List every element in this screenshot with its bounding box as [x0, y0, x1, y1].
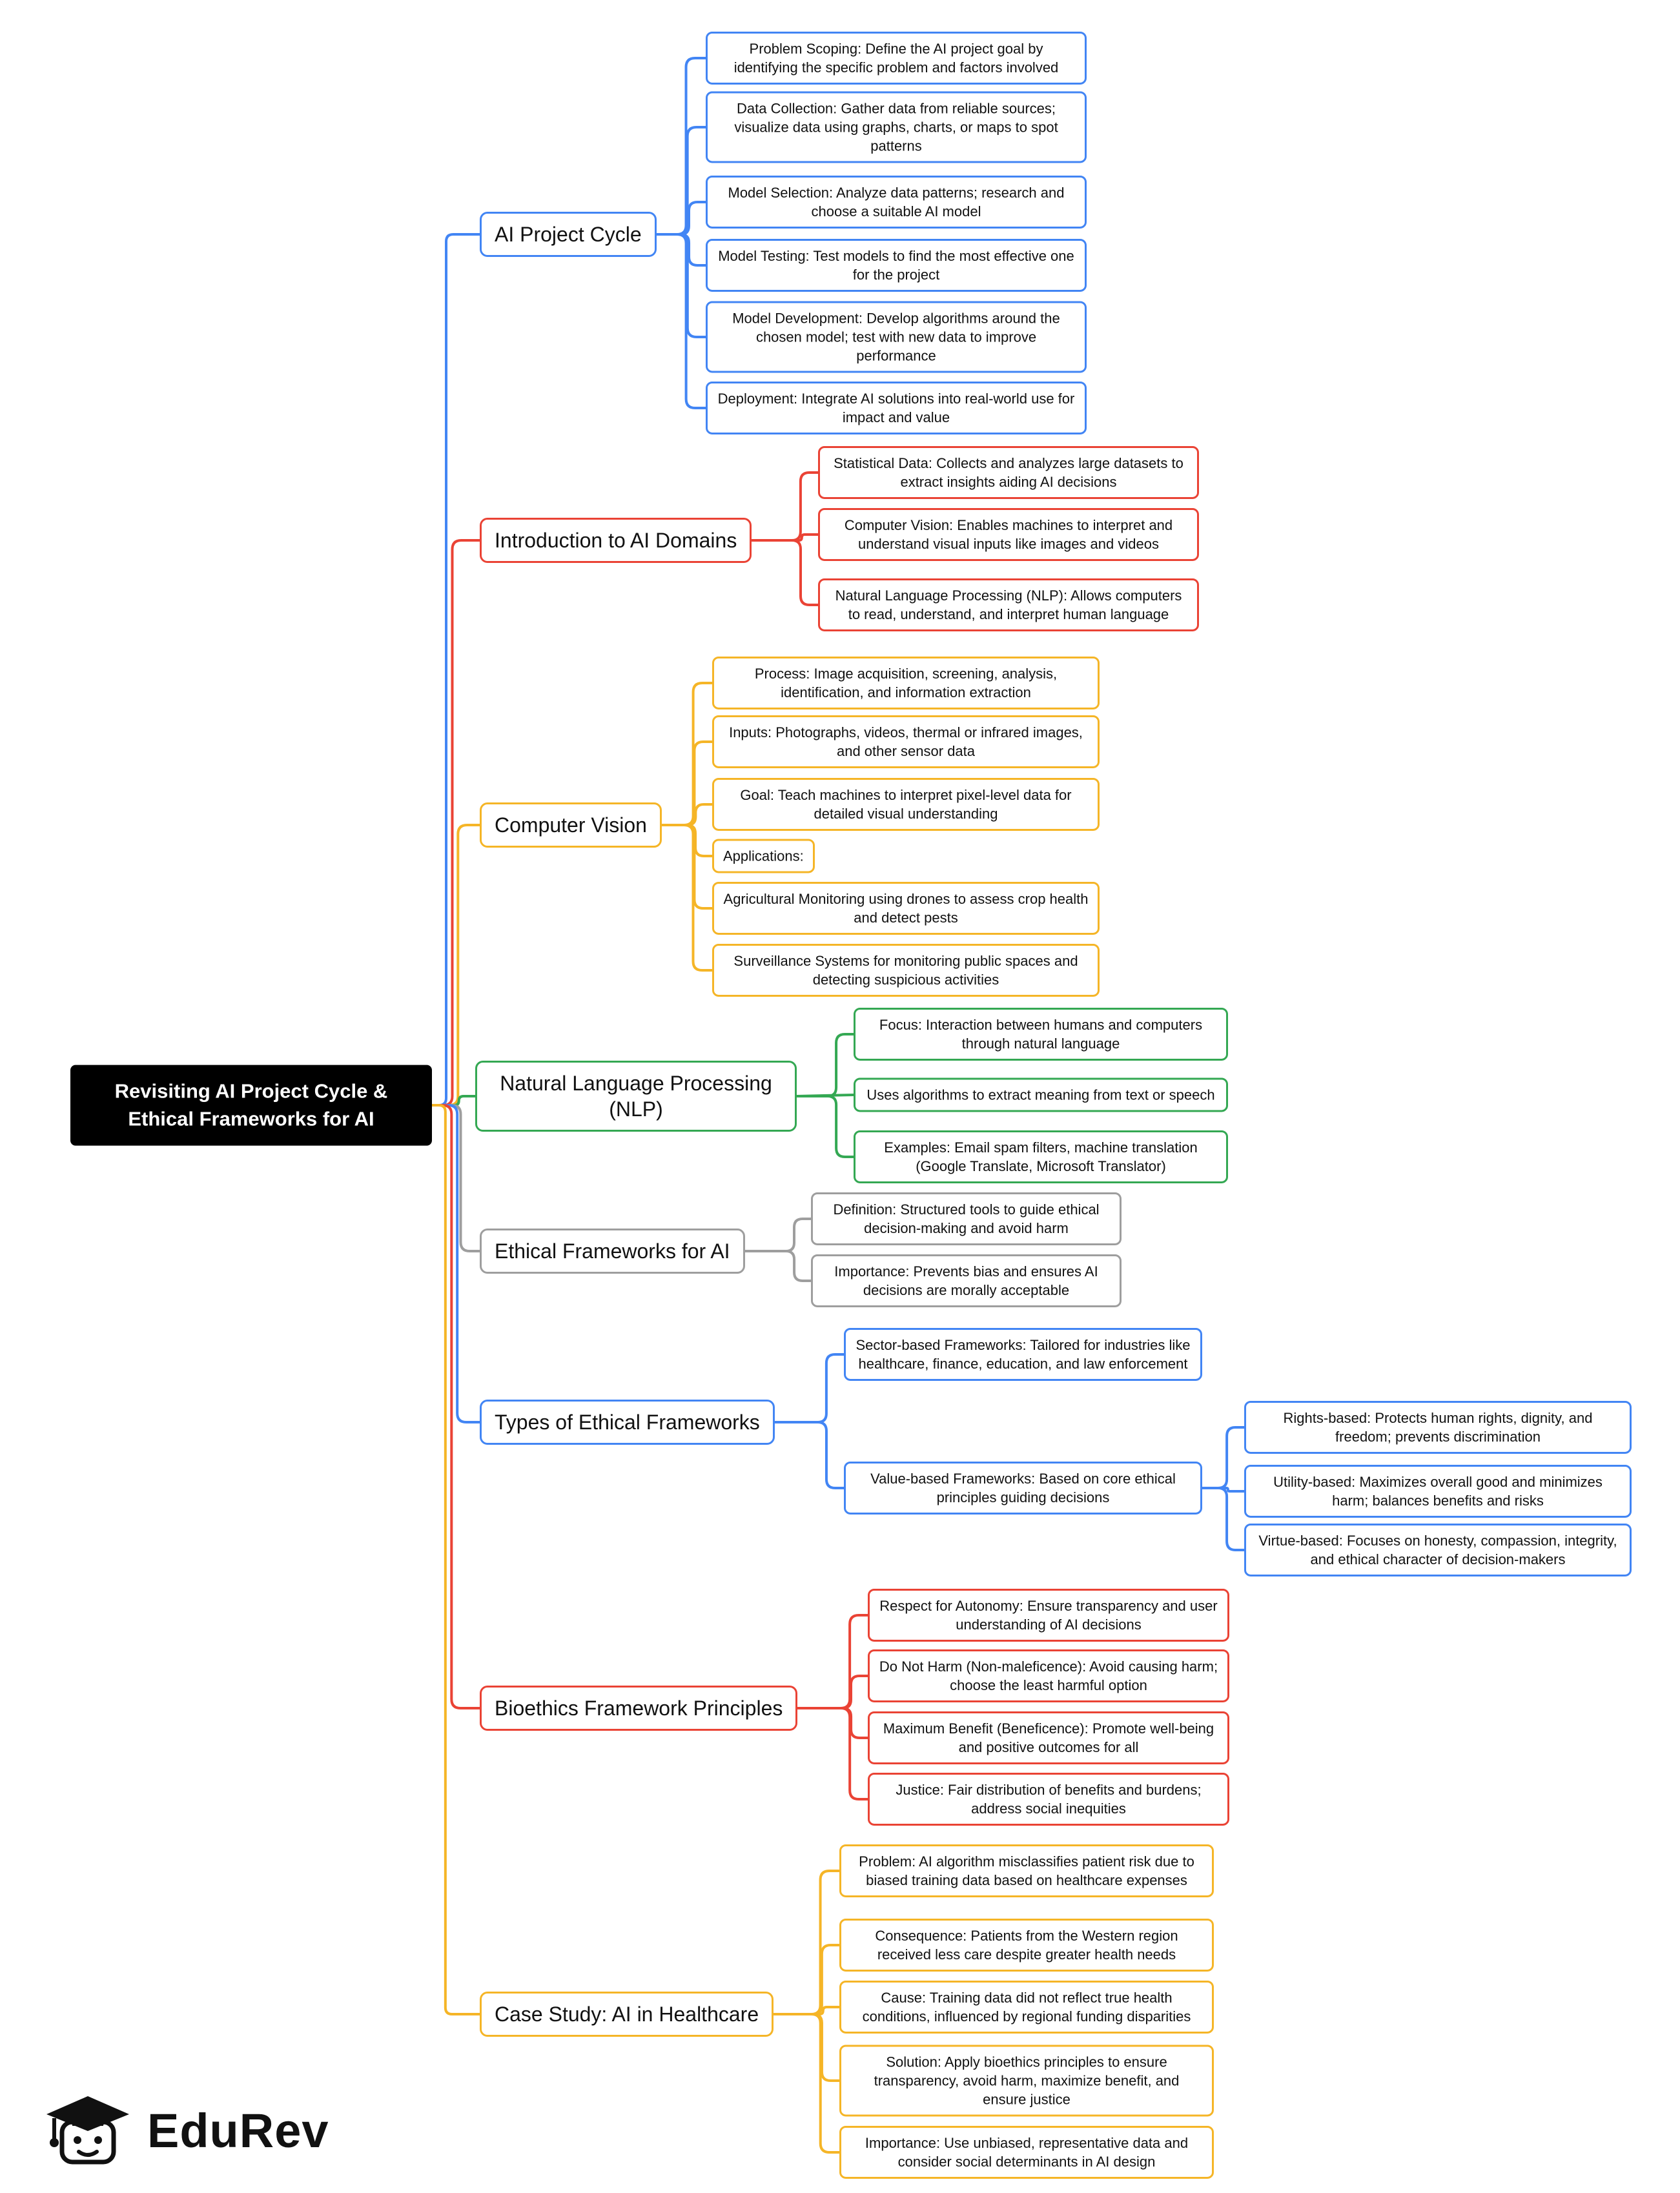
- branch-bioethics-framework-principles: Bioethics Framework Principles: [480, 1686, 798, 1731]
- branch-introduction-to-ai-domains: Introduction to AI Domains: [480, 518, 752, 563]
- edurev-logo-text: EduRev: [147, 2104, 329, 2157]
- node-cv-agricultural-monitoring: Agricultural Monitoring using drones to …: [712, 881, 1100, 935]
- node-sector-based-frameworks: Sector-based Frameworks: Tailored for in…: [844, 1327, 1202, 1382]
- edurev-graduation-cap-icon: [40, 2088, 136, 2173]
- branch-case-study-ai-in-healthcare: Case Study: AI in Healthcare: [480, 1992, 774, 2037]
- node-model-development: Model Development: Develop algorithms ar…: [706, 301, 1087, 373]
- node-cv-process: Process: Image acquisition, screening, a…: [712, 656, 1100, 710]
- node-data-collection: Data Collection: Gather data from reliab…: [706, 91, 1087, 163]
- node-case-consequence: Consequence: Patients from the Western r…: [839, 1918, 1214, 1972]
- node-cv-applications: Applications:: [712, 839, 815, 873]
- node-cv-goal: Goal: Teach machines to interpret pixel-…: [712, 777, 1100, 831]
- node-computer-vision-domain: Computer Vision: Enables machines to int…: [818, 507, 1199, 562]
- branch-natural-language-processing: Natural Language Processing (NLP): [475, 1061, 797, 1132]
- node-justice: Justice: Fair distribution of benefits a…: [868, 1772, 1229, 1826]
- node-cv-inputs: Inputs: Photographs, videos, thermal or …: [712, 715, 1100, 769]
- node-rights-based: Rights-based: Protects human rights, dig…: [1244, 1400, 1632, 1454]
- node-utility-based: Utility-based: Maximizes overall good an…: [1244, 1464, 1632, 1518]
- node-case-problem: Problem: AI algorithm misclassifies pati…: [839, 1844, 1214, 1898]
- node-ethics-importance: Importance: Prevents bias and ensures AI…: [811, 1254, 1122, 1308]
- branch-ethical-frameworks-for-ai: Ethical Frameworks for AI: [480, 1229, 745, 1274]
- node-nlp-examples: Examples: Email spam filters, machine tr…: [854, 1130, 1228, 1184]
- edurev-logo: EduRev: [40, 2088, 329, 2173]
- node-model-testing: Model Testing: Test models to find the m…: [706, 238, 1087, 292]
- root-node: Revisiting AI Project Cycle & Ethical Fr…: [70, 1065, 432, 1146]
- node-maximum-benefit: Maximum Benefit (Beneficence): Promote w…: [868, 1711, 1229, 1765]
- branch-types-of-ethical-frameworks: Types of Ethical Frameworks: [480, 1400, 775, 1445]
- node-nlp-focus: Focus: Interaction between humans and co…: [854, 1007, 1228, 1061]
- node-virtue-based: Virtue-based: Focuses on honesty, compas…: [1244, 1523, 1632, 1577]
- node-cv-surveillance-systems: Surveillance Systems for monitoring publ…: [712, 943, 1100, 997]
- branch-computer-vision: Computer Vision: [480, 802, 662, 848]
- node-do-not-harm: Do Not Harm (Non-maleficence): Avoid cau…: [868, 1649, 1229, 1703]
- node-model-selection: Model Selection: Analyze data patterns; …: [706, 175, 1087, 229]
- node-respect-for-autonomy: Respect for Autonomy: Ensure transparenc…: [868, 1588, 1229, 1642]
- node-nlp-algorithms: Uses algorithms to extract meaning from …: [854, 1077, 1228, 1112]
- node-nlp-domain: Natural Language Processing (NLP): Allow…: [818, 578, 1199, 632]
- node-case-cause: Cause: Training data did not reflect tru…: [839, 1980, 1214, 2034]
- node-ethics-definition: Definition: Structured tools to guide et…: [811, 1192, 1122, 1246]
- branch-ai-project-cycle: AI Project Cycle: [480, 212, 657, 257]
- node-case-importance: Importance: Use unbiased, representative…: [839, 2125, 1214, 2179]
- node-value-based-frameworks: Value-based Frameworks: Based on core et…: [844, 1461, 1202, 1515]
- node-problem-scoping: Problem Scoping: Define the AI project g…: [706, 31, 1087, 85]
- node-case-solution: Solution: Apply bioethics principles to …: [839, 2045, 1214, 2117]
- node-statistical-data: Statistical Data: Collects and analyzes …: [818, 445, 1199, 500]
- node-deployment: Deployment: Integrate AI solutions into …: [706, 381, 1087, 435]
